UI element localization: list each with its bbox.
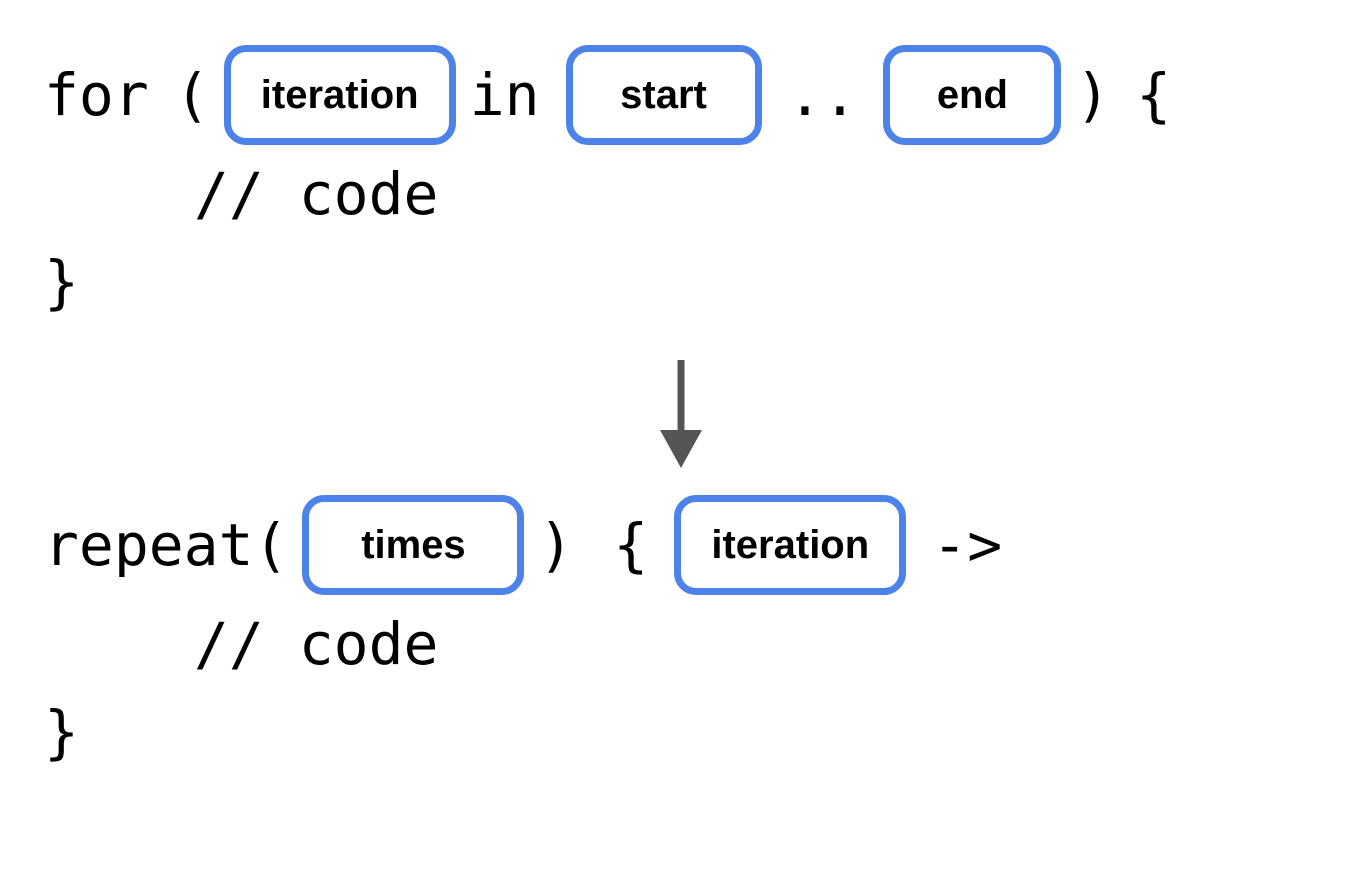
arrow-icon: [660, 360, 702, 468]
for-loop-closing-line: }: [0, 238, 1362, 326]
code-comment: // code: [194, 610, 439, 678]
open-brace: {: [613, 511, 649, 579]
repeat-signature-line: repeat( times ) { iteration ->: [0, 490, 1362, 600]
close-paren: ): [538, 511, 574, 579]
code-block-for-loop: for ( iteration in start .. end ) { // c…: [0, 40, 1362, 326]
close-paren: ): [1075, 61, 1111, 129]
repeat-body-line: // code: [0, 600, 1362, 688]
chip-range-end[interactable]: end: [883, 45, 1062, 145]
lambda-arrow: ->: [932, 511, 1003, 579]
repeat-keyword: repeat(: [44, 511, 289, 579]
code-block-repeat: repeat( times ) { iteration -> // code }: [0, 490, 1362, 776]
chip-range-start[interactable]: start: [565, 45, 762, 145]
chip-iteration-variable[interactable]: iteration: [674, 495, 907, 595]
close-brace: }: [44, 698, 79, 766]
chip-times-count[interactable]: times: [302, 495, 525, 595]
chip-iteration-variable[interactable]: iteration: [223, 45, 456, 145]
for-loop-body-line: // code: [0, 150, 1362, 238]
repeat-closing-line: }: [0, 688, 1362, 776]
in-keyword: in: [469, 61, 540, 129]
for-keyword: for: [44, 61, 149, 129]
range-operator: ..: [787, 61, 858, 129]
code-comment: // code: [194, 160, 439, 228]
open-paren: (: [174, 61, 210, 129]
downward-transform-arrow: [646, 358, 716, 470]
for-loop-signature-line: for ( iteration in start .. end ) {: [0, 40, 1362, 150]
open-brace: {: [1136, 61, 1172, 129]
close-brace: }: [44, 248, 79, 316]
